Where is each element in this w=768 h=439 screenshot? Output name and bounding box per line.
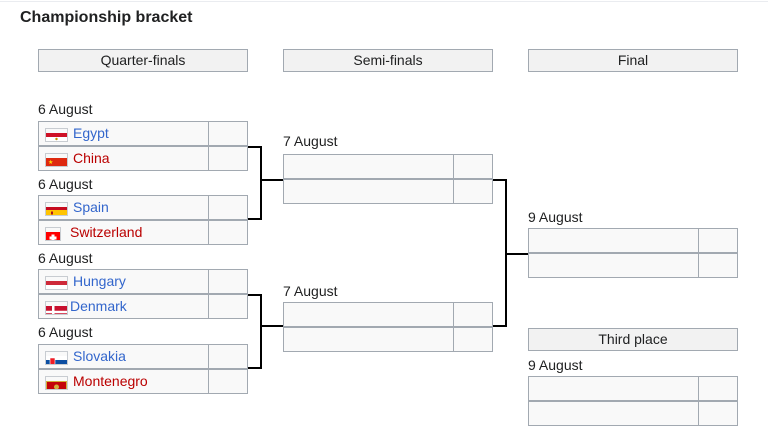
score-cell <box>699 229 737 252</box>
team-row <box>283 327 493 352</box>
svg-text:★: ★ <box>48 159 53 166</box>
team-row: ★ China <box>38 146 248 171</box>
match-date: 7 August <box>283 283 338 299</box>
team-link-hungary[interactable]: Hungary <box>73 273 126 289</box>
score-cell <box>209 196 247 219</box>
score-cell <box>699 377 737 400</box>
slovakia-flag-icon <box>45 351 68 365</box>
team-row <box>283 154 493 179</box>
match-date: 9 August <box>528 209 583 225</box>
score-cell <box>454 155 492 178</box>
header-quarter-finals: Quarter-finals <box>38 49 248 72</box>
team-row <box>283 302 493 327</box>
bracket-connector <box>493 325 507 327</box>
hungary-flag-icon <box>45 276 68 290</box>
team-row <box>528 376 738 401</box>
team-row: Montenegro <box>38 369 248 394</box>
montenegro-flag-icon <box>45 376 68 390</box>
team-row <box>528 228 738 253</box>
bracket-connector <box>260 146 262 220</box>
team-row: Switzerland <box>38 220 248 245</box>
score-cell <box>209 370 247 393</box>
header-semi-finals: Semi-finals <box>283 49 493 72</box>
match-date: 6 August <box>38 101 93 117</box>
score-cell <box>454 328 492 351</box>
team-link-slovakia[interactable]: Slovakia <box>73 348 126 364</box>
team-link-spain[interactable]: Spain <box>73 199 109 215</box>
page-title: Championship bracket <box>20 9 193 26</box>
team-row <box>528 401 738 426</box>
team-row: Denmark <box>38 294 248 319</box>
score-cell <box>454 303 492 326</box>
bracket-connector <box>260 325 283 327</box>
bracket-connector <box>493 179 507 181</box>
team-link-china[interactable]: China <box>73 150 110 166</box>
score-cell <box>699 254 737 277</box>
score-cell <box>209 270 247 293</box>
team-link-switzerland[interactable]: Switzerland <box>70 224 143 240</box>
spain-flag-icon <box>45 202 68 216</box>
bracket-connector <box>260 294 262 369</box>
team-row: Hungary <box>38 269 248 294</box>
team-link-denmark[interactable]: Denmark <box>70 298 127 314</box>
bracket-connector <box>260 179 283 181</box>
team-row: Egypt <box>38 121 248 146</box>
bracket-connector <box>248 367 262 369</box>
header-final: Final <box>528 49 738 72</box>
score-cell <box>454 180 492 203</box>
match-date: 7 August <box>283 133 338 149</box>
team-row: Slovakia <box>38 344 248 369</box>
score-cell <box>209 295 247 318</box>
match-date: 6 August <box>38 176 93 192</box>
team-link-montenegro[interactable]: Montenegro <box>73 373 148 389</box>
china-flag-icon: ★ <box>45 153 68 167</box>
team-row: Spain <box>38 195 248 220</box>
team-link-egypt[interactable]: Egypt <box>73 125 109 141</box>
team-row <box>528 253 738 278</box>
denmark-flag-icon <box>45 301 68 315</box>
score-cell <box>209 147 247 170</box>
header-third-place: Third place <box>528 328 738 351</box>
switzerland-flag-icon <box>45 227 61 241</box>
score-cell <box>209 345 247 368</box>
egypt-flag-icon <box>45 128 68 142</box>
bracket-connector <box>248 294 262 296</box>
bracket-connector <box>505 253 528 255</box>
score-cell <box>209 221 247 244</box>
score-cell <box>209 122 247 145</box>
score-cell <box>699 402 737 425</box>
bracket-connector <box>248 146 262 148</box>
top-divider <box>0 1 768 2</box>
team-row <box>283 179 493 204</box>
match-date: 9 August <box>528 357 583 373</box>
match-date: 6 August <box>38 324 93 340</box>
match-date: 6 August <box>38 250 93 266</box>
bracket-connector <box>248 218 262 220</box>
